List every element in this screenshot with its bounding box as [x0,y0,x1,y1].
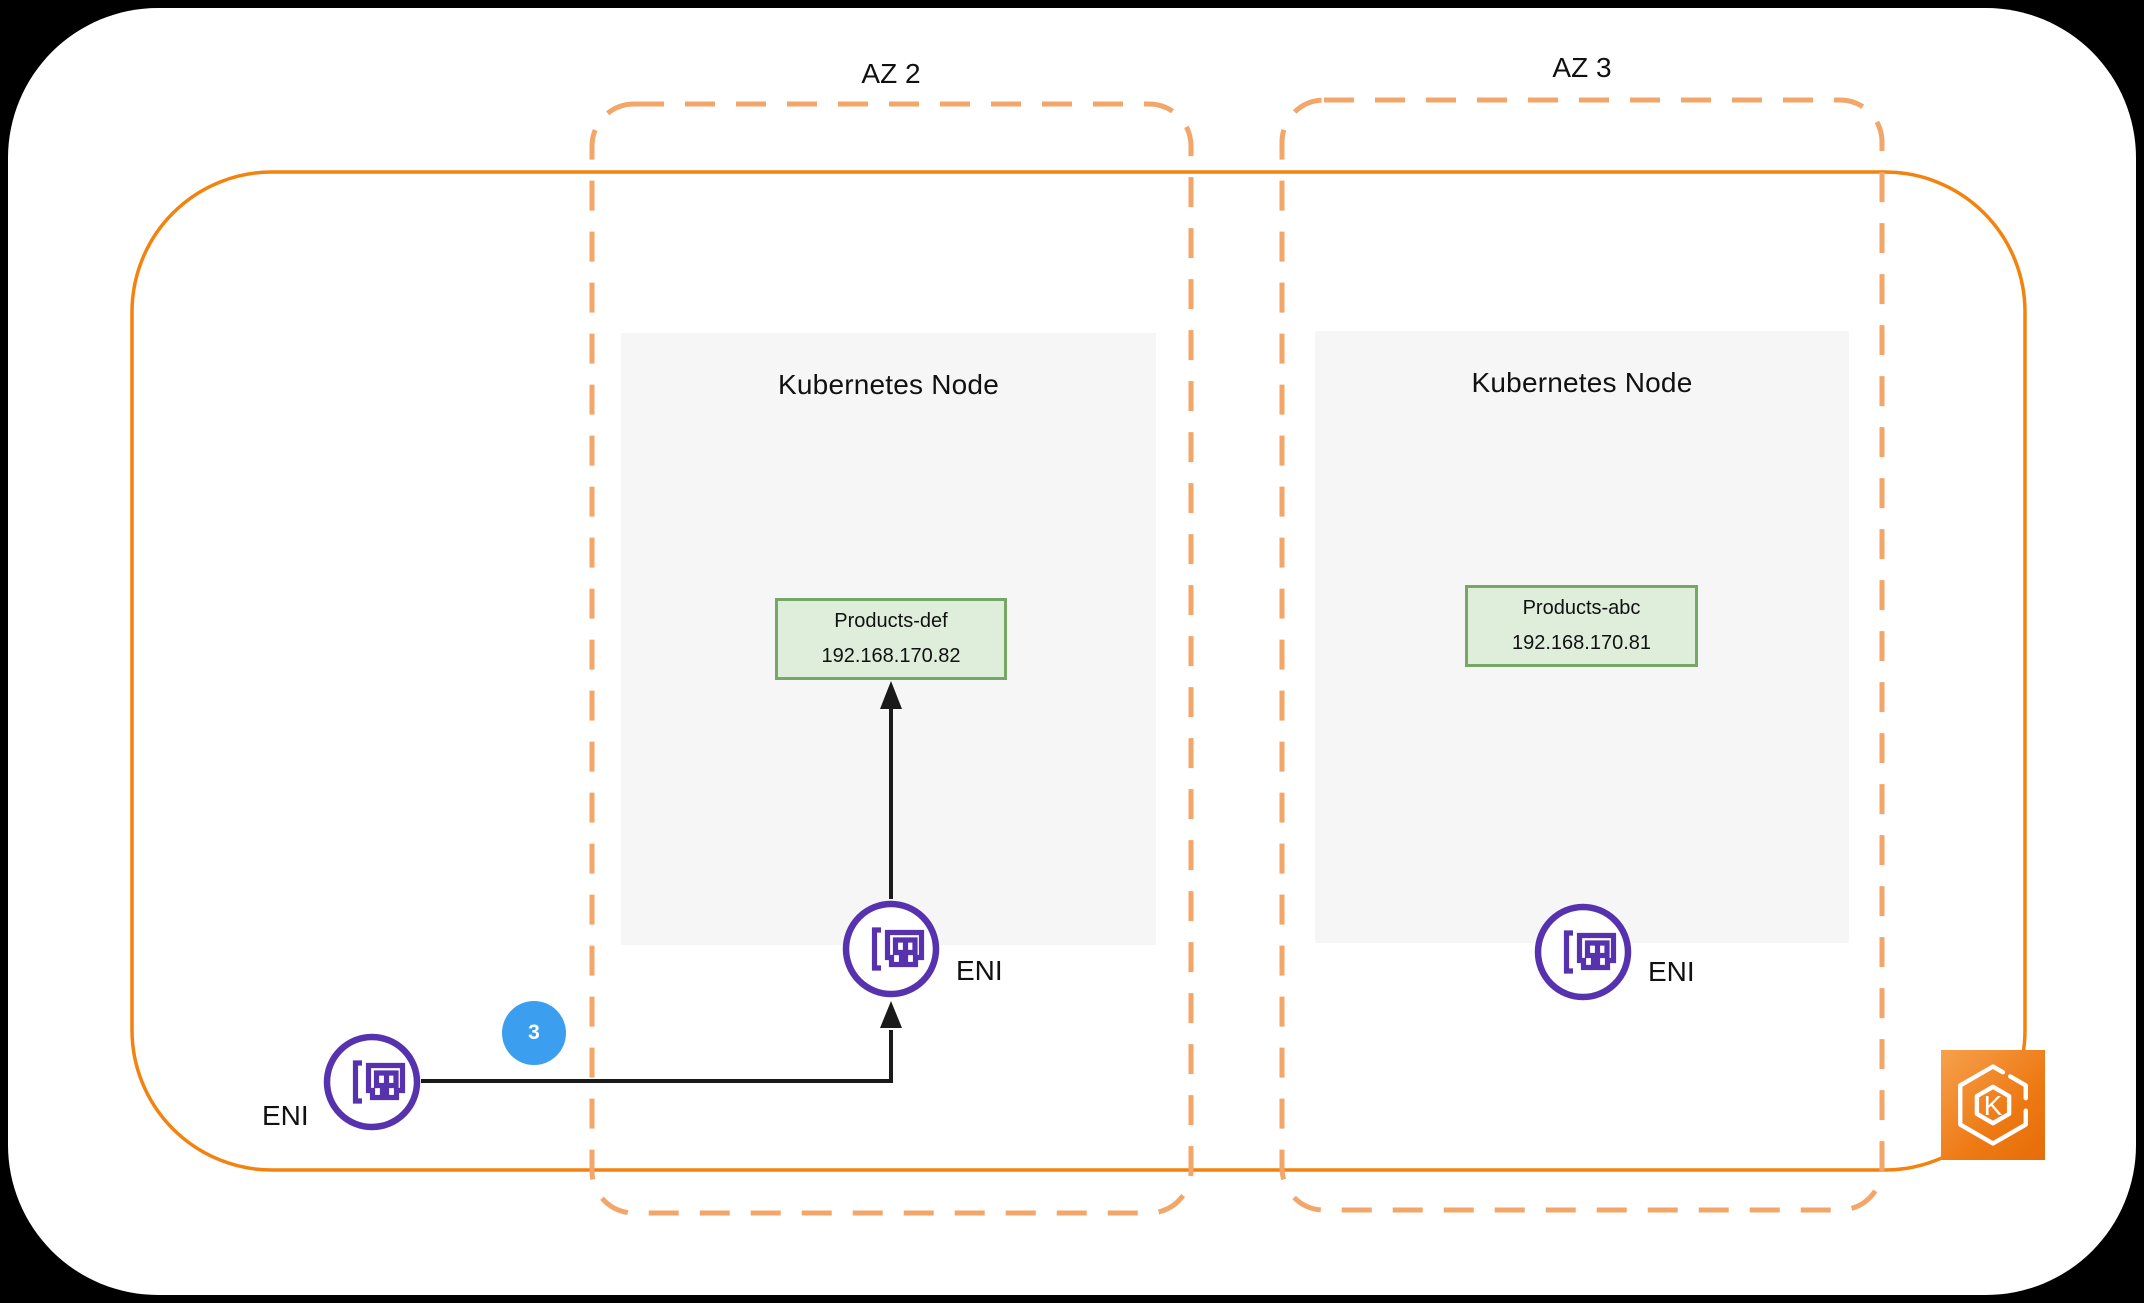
kubernetes-node-title: Kubernetes Node [1471,367,1693,398]
eks-hexagon-k-glyph: K [1958,1064,2028,1146]
eni-label: ENI [262,1100,309,1131]
pod-ip: 192.168.170.81 [1511,632,1652,654]
step-3-badge: 3 [502,1001,566,1065]
step-3-badge-value: 3 [528,1021,540,1044]
pod-ip: 192.168.170.82 [821,645,961,667]
eks-icon: K [1941,1050,2045,1160]
az3-label: AZ 3 [1552,52,1612,83]
kubernetes-node-title: Kubernetes Node [778,369,999,400]
az2-label: AZ 2 [861,58,921,89]
eni-label: ENI [956,955,1003,986]
eni-label: ENI [1648,956,1695,987]
pod-products-abc: Products-abc 192.168.170.81 [1465,585,1698,667]
eks-k-letter: K [1984,1090,2003,1121]
pod-name: Products-def [834,610,948,632]
pod-name: Products-abc [1522,597,1641,619]
pod-products-def: Products-def 192.168.170.82 [775,598,1007,680]
